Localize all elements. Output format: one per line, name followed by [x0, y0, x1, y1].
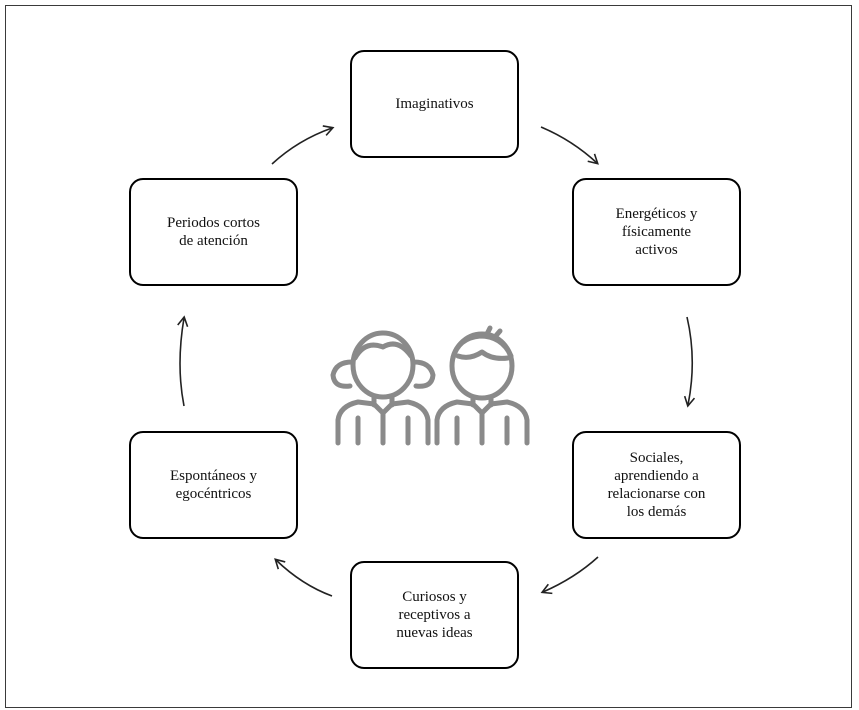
arrow-curiosos-to-espontaneos [274, 558, 333, 597]
arrow-periodos-to-imaginativos [271, 125, 335, 165]
node-espontaneos: Espontáneos y egocéntricos [129, 431, 298, 539]
node-energeticos: Energéticos y físicamente activos [572, 178, 741, 286]
node-energeticos-label: Energéticos y físicamente activos [615, 206, 698, 258]
node-imaginativos: Imaginativos [350, 50, 519, 158]
node-periodos-label: Periodos cortos de atención [167, 215, 260, 249]
node-periodos: Periodos cortos de atención [129, 178, 298, 286]
node-espontaneos-label: Espontáneos y egocéntricos [169, 468, 258, 502]
node-imaginativos-label: Imaginativos [395, 96, 474, 112]
node-sociales-label: Sociales, aprendiendo a relacionarse con… [607, 450, 706, 520]
arrow-sociales-to-curiosos [540, 556, 599, 595]
node-sociales: Sociales, aprendiendo a relacionarse con… [572, 431, 741, 539]
boy-icon [434, 325, 530, 446]
arrow-espontaneos-to-periodos [177, 315, 189, 407]
node-curiosos-label: Curiosos y receptivos a nuevas ideas [396, 589, 473, 641]
node-curiosos: Curiosos y receptivos a nuevas ideas [350, 561, 519, 669]
arrow-imaginativos-to-energeticos [540, 126, 599, 165]
arrow-energeticos-to-sociales [683, 316, 696, 408]
girl-icon [330, 330, 436, 446]
